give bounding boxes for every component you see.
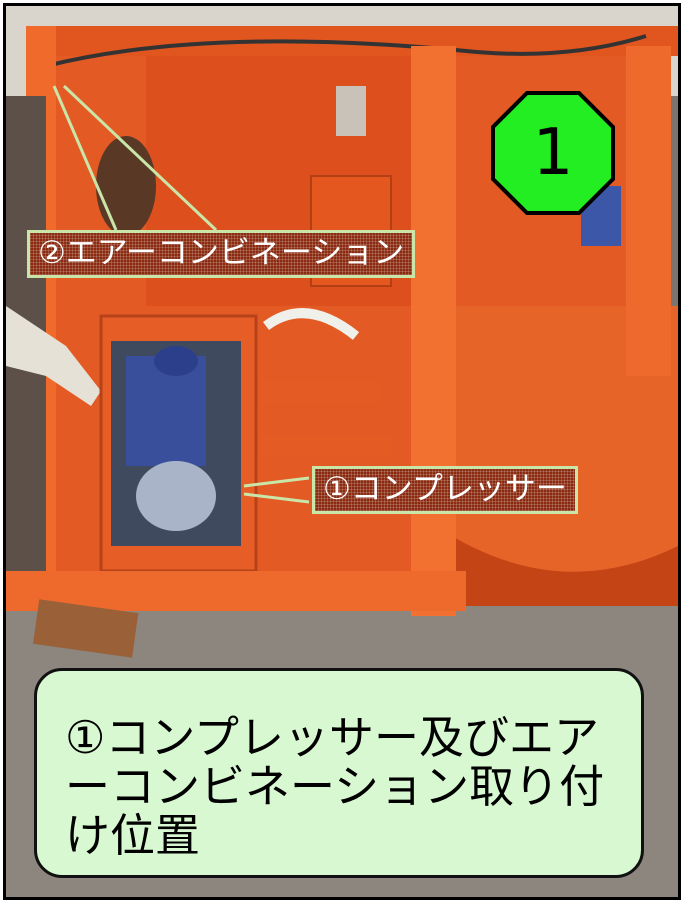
compressor-tank bbox=[136, 461, 216, 531]
step-number: 1 bbox=[532, 116, 574, 190]
photo-frame: ②エアーコンビネーション ①コンプレッサー 1 ①コンプレッサー及びエアーコンビ… bbox=[3, 3, 681, 900]
hose bbox=[45, 34, 647, 68]
worker-arm bbox=[6, 306, 101, 406]
center-post bbox=[411, 46, 456, 616]
right-post bbox=[626, 46, 671, 376]
step-badge: 1 bbox=[491, 91, 615, 215]
air-combination-unit bbox=[336, 86, 366, 136]
bottom-beam bbox=[6, 571, 466, 611]
caption-box: ①コンプレッサー及びエアーコンビネーション取り付け位置 bbox=[34, 668, 644, 878]
caption-text: ①コンプレッサー及びエアーコンビネーション取り付け位置 bbox=[65, 711, 605, 862]
air-combination-label: ②エアーコンビネーション bbox=[27, 230, 416, 278]
wood-block bbox=[33, 599, 139, 658]
octagon-icon bbox=[491, 91, 615, 215]
compressor-label: ①コンプレッサー bbox=[312, 466, 578, 514]
